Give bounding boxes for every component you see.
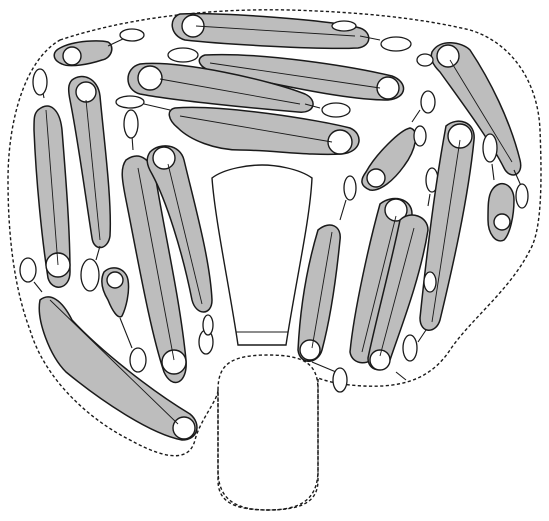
bone-top-1: [172, 14, 411, 51]
lower-dashed-lobe: [218, 355, 318, 510]
bone-left-1: [33, 69, 70, 287]
bone-left-2: [69, 77, 111, 291]
bone-top-2: [54, 29, 144, 66]
central-funnel: [212, 165, 312, 345]
